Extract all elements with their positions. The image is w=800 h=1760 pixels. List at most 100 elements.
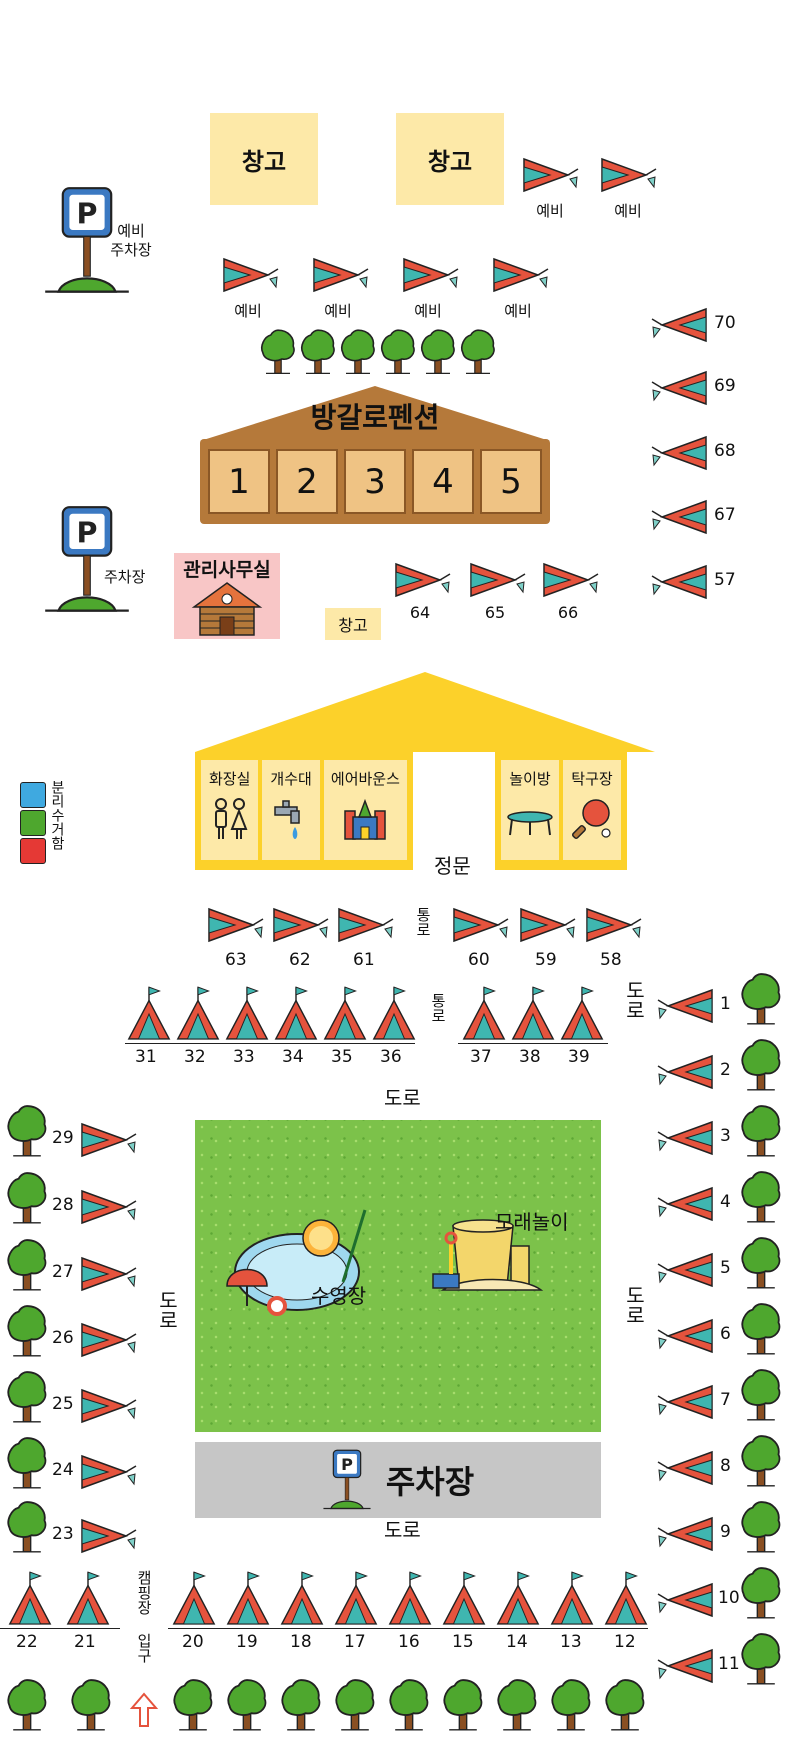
site-36-tent — [370, 985, 418, 1043]
site-number: 3 — [720, 1126, 731, 1146]
passage-label-2: 통로 — [429, 993, 447, 1023]
site-16-tent — [386, 1570, 434, 1628]
recycle-label: 분리수거함 — [49, 780, 65, 850]
facility-right-block: 놀이방 탁구장 — [495, 752, 627, 870]
sink-label: 개수대 — [270, 770, 312, 788]
site-38-tent — [509, 985, 557, 1043]
site-number: 10 — [718, 1588, 740, 1608]
reserve-tent-2-label: 예비 — [324, 302, 352, 320]
bungalow-body: 1 2 3 4 5 — [200, 439, 550, 524]
site-35-tent — [321, 985, 369, 1043]
site-33-number: 33 — [233, 1047, 255, 1067]
tree-icon — [4, 1674, 50, 1734]
site-15-tent — [440, 1570, 488, 1628]
site-32-tent — [174, 985, 222, 1043]
tent-side-icon — [656, 1646, 716, 1686]
tree-icon — [738, 1166, 784, 1226]
site-22-number: 22 — [16, 1632, 38, 1652]
tent-side-icon — [650, 497, 710, 537]
tent-side-icon — [656, 1514, 716, 1554]
bungalow-room-3: 3 — [344, 449, 406, 514]
site-57: 57 — [650, 562, 750, 602]
site-15-number: 15 — [452, 1632, 474, 1652]
tent-side-icon — [656, 1316, 716, 1356]
left-column-sites: 29 28 27 26 25 24 23 — [4, 1100, 154, 1530]
tree-icon — [738, 1034, 784, 1094]
tree-row-top — [258, 322, 498, 382]
storage-1-label: 창고 — [241, 147, 287, 176]
site-58-number: 58 — [600, 950, 622, 970]
site-8: 8 — [650, 1430, 800, 1494]
lawn-area: 수영장 모래놀이 — [195, 1120, 601, 1432]
pool-label: 수영장 — [311, 1284, 367, 1308]
reserve-tent-4 — [490, 255, 550, 295]
bungalow-title: 방갈로펜션 — [310, 401, 440, 434]
reserve-tent-3-label: 예비 — [414, 302, 442, 320]
site-number: 8 — [720, 1456, 731, 1476]
tree-icon — [440, 1674, 486, 1734]
site-number: 23 — [52, 1524, 74, 1544]
road-label-right-top: 도로 — [622, 980, 646, 1020]
tent-side-icon — [656, 1118, 716, 1158]
site-69: 69 — [650, 368, 750, 408]
reserve-parking-label-line1: 예비 — [117, 222, 145, 240]
site-12-tent — [602, 1570, 650, 1628]
site-67: 67 — [650, 497, 750, 537]
tree-icon — [338, 322, 378, 380]
tree-icon — [68, 1674, 114, 1734]
site-number: 57 — [714, 570, 736, 590]
site-34-tent — [272, 985, 320, 1043]
air-bounce-label: 에어바운스 — [330, 770, 400, 788]
tree-icon — [258, 322, 298, 380]
site-23: 23 — [4, 1496, 154, 1560]
site-number: 2 — [720, 1060, 731, 1080]
tent-side-icon — [78, 1516, 138, 1556]
parking-lot-label: 주차장 — [385, 1463, 475, 1501]
reserve-tent-top-2 — [598, 155, 658, 195]
camp-entrance-label: 캠핑장 입구 — [135, 1570, 153, 1663]
tent-side-icon — [656, 1184, 716, 1224]
bottom-left-sites: 22 21 — [6, 1570, 126, 1660]
site-62-tent — [270, 905, 330, 945]
site-62-number: 62 — [289, 950, 311, 970]
arrow-up-icon — [129, 1692, 159, 1727]
site-5: 5 — [650, 1232, 800, 1296]
site-58-tent — [583, 905, 643, 945]
tree-icon — [738, 1430, 784, 1490]
site-number: 24 — [52, 1460, 74, 1480]
tree-icon — [4, 1496, 50, 1556]
site-number: 26 — [52, 1328, 74, 1348]
road-label-top: 도로 — [384, 1086, 421, 1110]
parking-sign-icon — [42, 505, 132, 615]
playroom-label: 놀이방 — [509, 770, 551, 788]
cabin-icon — [191, 582, 263, 636]
facility-building: 화장실 개수대 에어바운스 — [195, 672, 655, 870]
site-10: 10 — [650, 1562, 800, 1626]
site-number: 6 — [720, 1324, 731, 1344]
storage-1: 창고 — [210, 113, 318, 205]
site-number: 27 — [52, 1262, 74, 1282]
tree-icon — [4, 1432, 50, 1492]
site-11: 11 — [650, 1628, 800, 1692]
bungalow-room-2: 2 — [276, 449, 338, 514]
office-label: 관리사무실 — [183, 559, 271, 581]
tree-icon — [738, 1628, 784, 1688]
site-37-tent — [460, 985, 508, 1043]
tree-icon — [4, 1366, 50, 1426]
tree-icon — [386, 1674, 432, 1734]
tent-side-icon — [656, 986, 716, 1026]
tree-row-bottom — [170, 1674, 650, 1734]
tent-row-ground-line-2 — [458, 1043, 608, 1044]
site-24: 24 — [4, 1432, 154, 1496]
facility-air-bounce: 에어바운스 — [323, 760, 407, 860]
recycle-bins: 분리수거함 — [20, 780, 80, 870]
bungalow-building: 방갈로펜션 1 2 3 4 5 — [200, 386, 550, 524]
parking-label: 주차장 — [104, 568, 146, 586]
road-label-bottom: 도로 — [384, 1518, 421, 1542]
reserve-tent-1-label: 예비 — [234, 302, 262, 320]
reserve-tent-4-label: 예비 — [504, 302, 532, 320]
site-number: 29 — [52, 1128, 74, 1148]
site-number: 25 — [52, 1394, 74, 1414]
site-64-number: 64 — [409, 603, 431, 622]
tree-icon — [4, 1167, 50, 1227]
